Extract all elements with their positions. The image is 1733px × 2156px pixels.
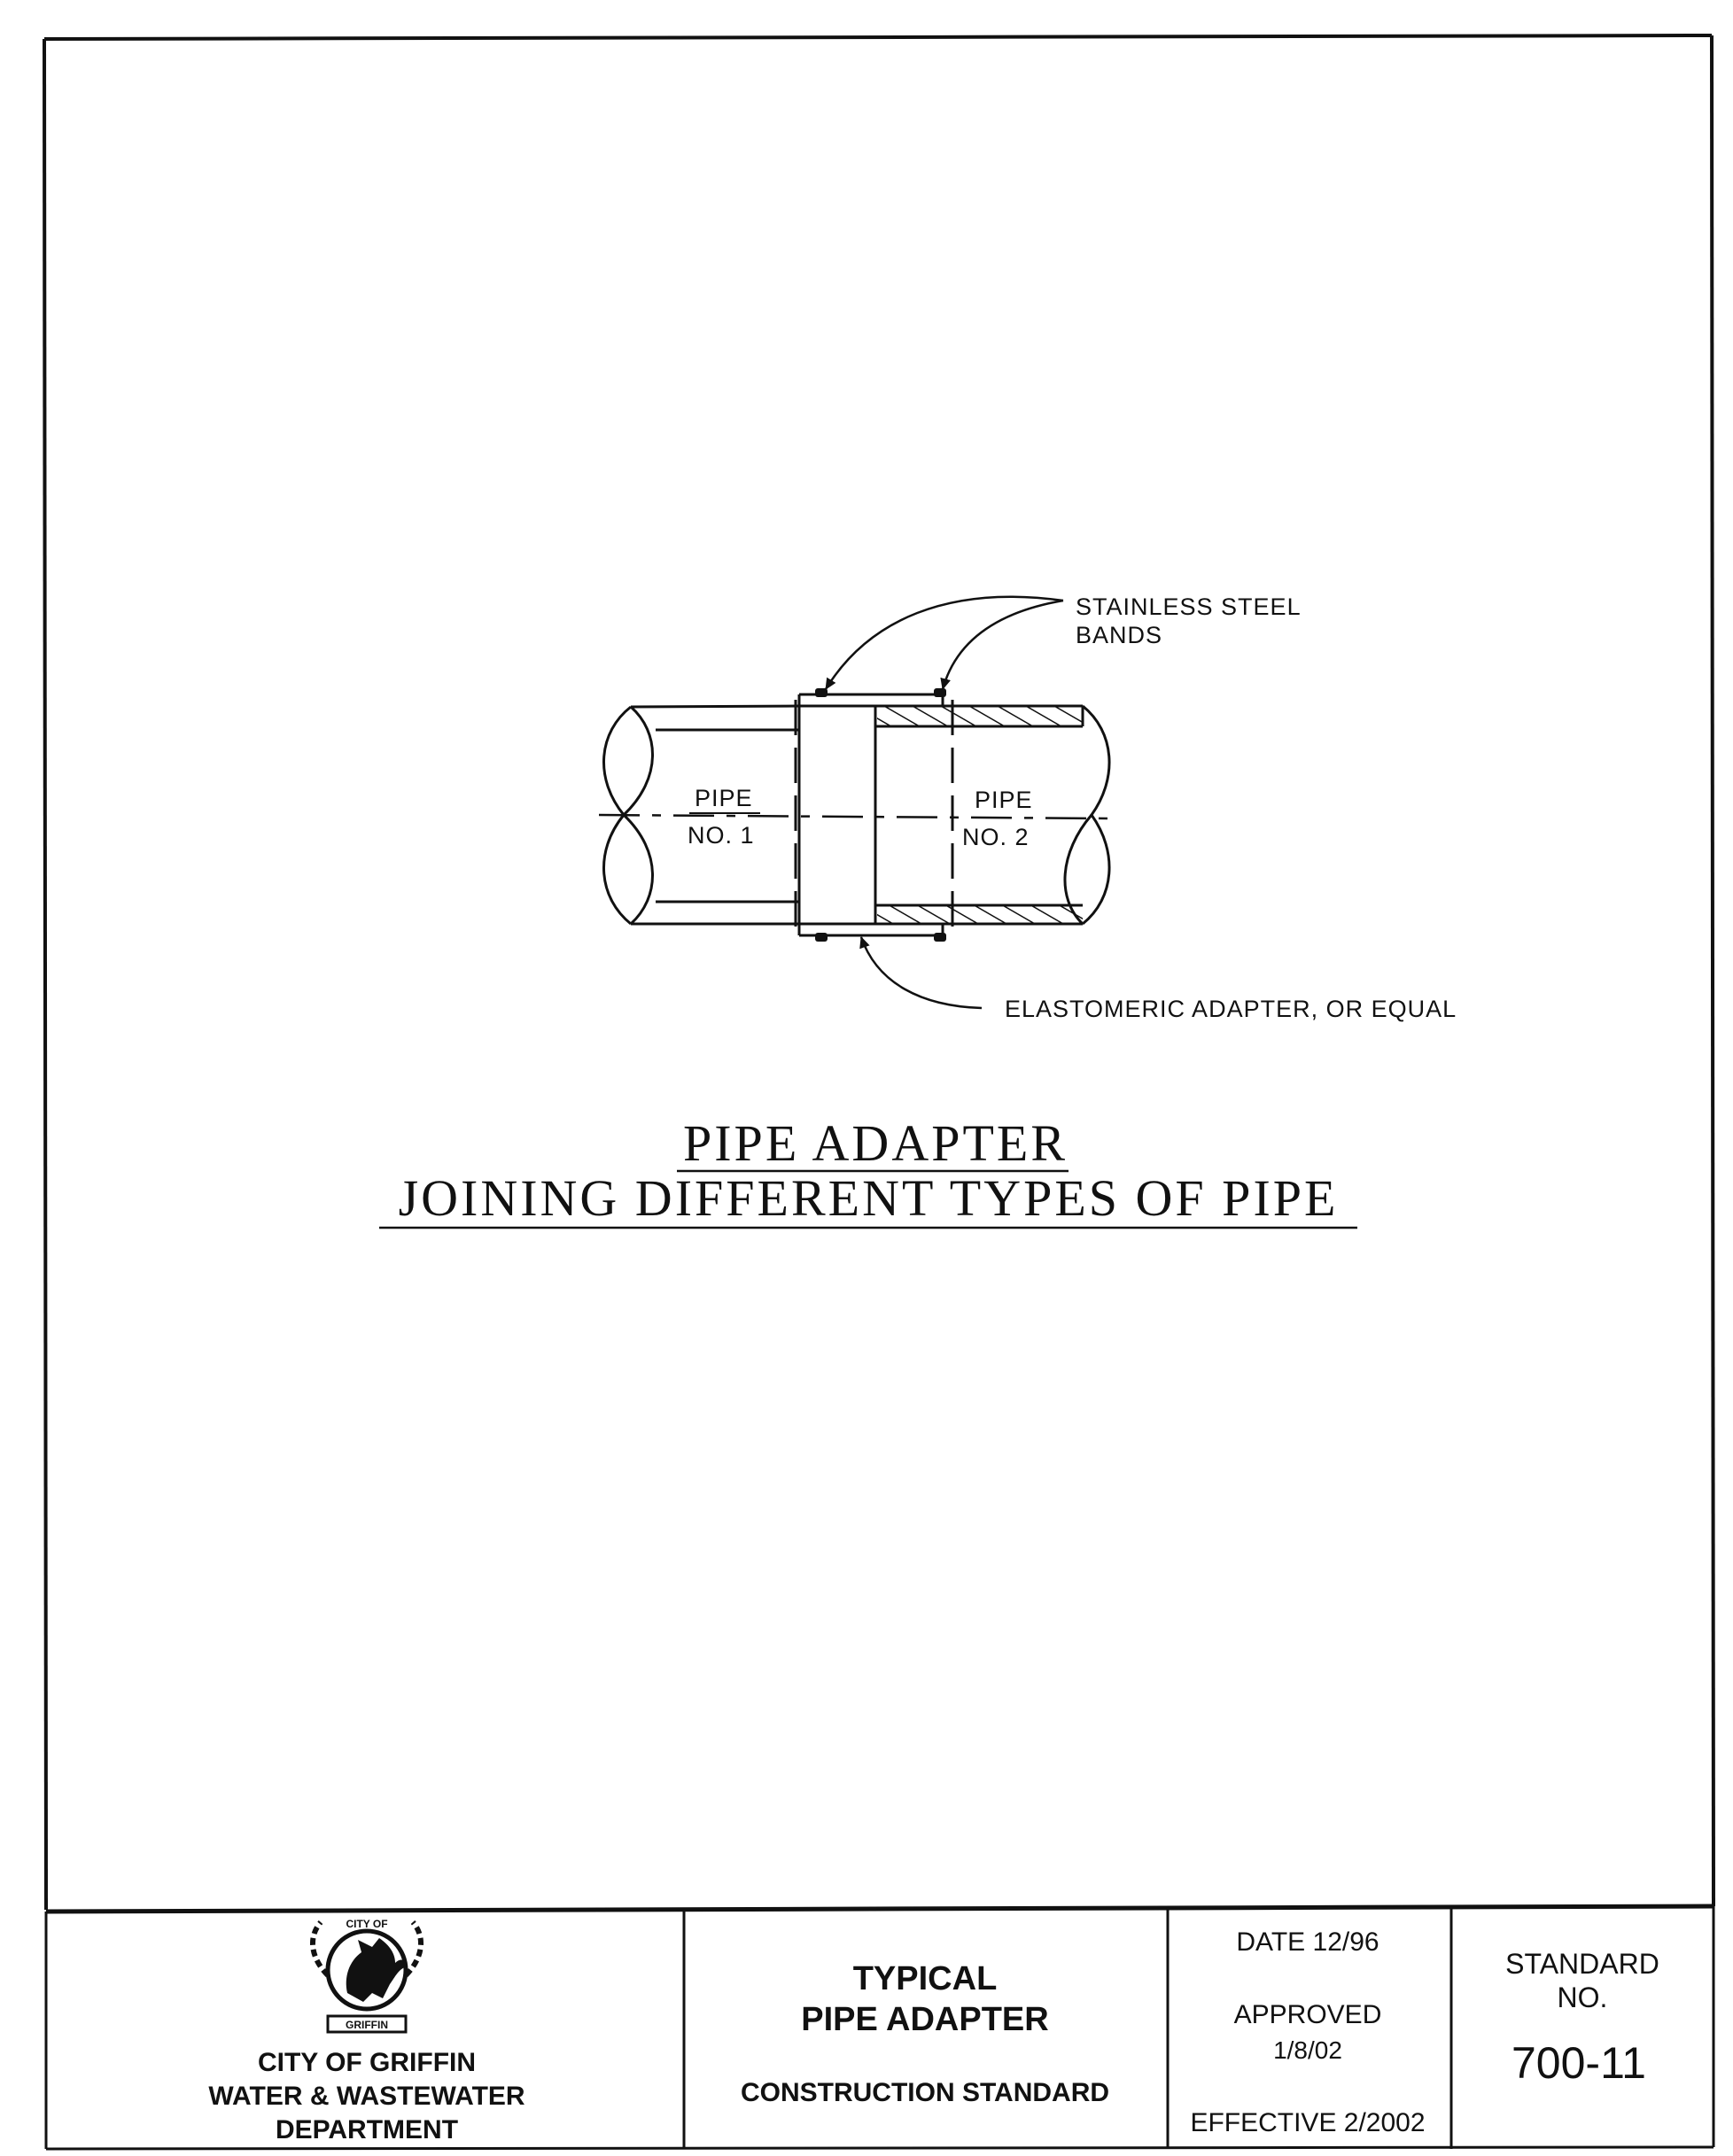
bands-label-line1: STAINLESS STEEL xyxy=(1076,593,1302,620)
standard-label-line1: STANDARD xyxy=(1505,1948,1659,1980)
svg-text:GRIFFIN: GRIFFIN xyxy=(346,2019,388,2031)
drawing-title: PIPE ADAPTER JOINING DIFFERENT TYPES OF … xyxy=(379,1114,1357,1229)
standard-label-line2: NO. xyxy=(1558,1982,1608,2013)
org-name-line2: WATER & WASTEWATER xyxy=(208,2082,525,2111)
approved-label: APPROVED xyxy=(1234,2000,1382,2029)
leader-arrow-icon xyxy=(859,936,983,1010)
standard-number: 700-11 xyxy=(1512,2038,1646,2088)
drawing-title-line2: JOINING DIFFERENT TYPES OF PIPE xyxy=(399,1169,1339,1227)
title-block-drawing-title-line2: PIPE ADAPTER xyxy=(801,2001,1048,2038)
org-name-line3: DEPARTMENT xyxy=(276,2115,458,2144)
pipe-2-label-line2: NO. 2 xyxy=(962,824,1030,850)
pipe-1-label-line1: PIPE xyxy=(695,785,753,811)
leader-arrow-icon xyxy=(824,595,1064,690)
elastomeric-adapter-sleeve xyxy=(794,693,1083,937)
leader-arrow-icon xyxy=(940,599,1064,690)
approved-date: 1/8/02 xyxy=(1273,2036,1342,2064)
drawing-title-line1: PIPE ADAPTER xyxy=(683,1114,1068,1172)
stainless-steel-band-left xyxy=(815,688,828,942)
category-label: CONSTRUCTION STANDARD xyxy=(741,2078,1109,2107)
title-block-drawing-title-line1: TYPICAL xyxy=(853,1960,998,1997)
pipe-centerline xyxy=(598,813,1108,820)
org-name-line1: CITY OF GRIFFIN xyxy=(258,2048,476,2077)
pipe-2 xyxy=(875,704,1111,926)
pipe-1-label-line2: NO. 1 xyxy=(688,822,755,849)
svg-text:CITY OF: CITY OF xyxy=(346,1918,387,1930)
effective-date: EFFECTIVE 2/2002 xyxy=(1190,2108,1425,2137)
city-seal-griffin-icon: CITY OF GRIFFIN xyxy=(309,1918,424,2034)
date-text: DATE 12/96 xyxy=(1236,1927,1379,1957)
sheet-border xyxy=(43,34,1715,1914)
pipe-2-label-line1: PIPE xyxy=(975,787,1033,813)
stainless-steel-band-right xyxy=(934,688,946,942)
title-block xyxy=(44,1906,1715,2151)
adapter-label: ELASTOMERIC ADAPTER, OR EQUAL xyxy=(1005,996,1457,1022)
pipe-adapter-drawing: PIPE NO. 1 PIPE NO. 2 STAINLESS STEEL BA… xyxy=(598,593,1457,1022)
bands-label-line2: BANDS xyxy=(1076,622,1162,648)
